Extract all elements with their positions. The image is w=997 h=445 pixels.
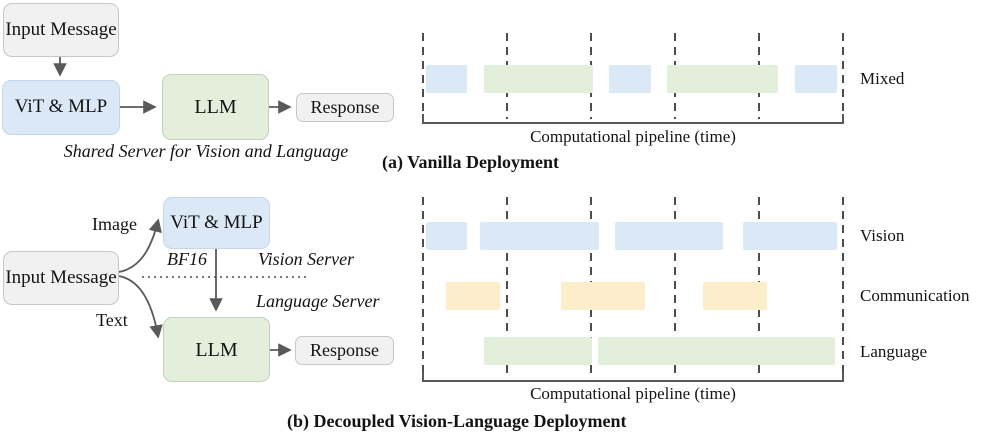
llm-box-b: LLM — [163, 317, 270, 382]
communication-block — [446, 282, 501, 310]
edge-label-bf16: BF16 — [167, 249, 207, 269]
llm-label-a: LLM — [194, 96, 237, 118]
vit-mlp-box-b: ViT & MLP — [163, 197, 270, 249]
edge-label-image: Image — [92, 214, 137, 234]
llm-box-a: LLM — [162, 74, 269, 140]
vision-block — [795, 65, 838, 93]
arrow-input-to-llm-b — [118, 275, 163, 339]
vision-block — [614, 222, 723, 250]
vit-mlp-label-b: ViT & MLP — [170, 211, 263, 233]
vit-mlp-label-a: ViT & MLP — [14, 96, 108, 118]
timeline-row-language — [423, 337, 843, 365]
row-label-language: Language — [860, 342, 928, 361]
shared-server-note: Shared Server for Vision and Language — [63, 141, 349, 161]
llm-label-b: LLM — [195, 338, 238, 361]
vit-mlp-box-a: ViT & MLP — [2, 80, 120, 135]
vision-server-label: Vision Server — [258, 249, 355, 269]
vision-block — [425, 222, 468, 250]
input-message-box-b: Input Message — [3, 251, 119, 305]
vision-block — [609, 65, 652, 93]
response-box-a: Response — [296, 93, 394, 122]
input-message-label-a: Input Message — [5, 18, 117, 40]
response-box-b: Response — [295, 336, 394, 365]
timeline-row-vision — [423, 222, 843, 250]
language-block — [667, 65, 778, 93]
caption-b: (b) Decoupled Vision-Language Deployment — [287, 411, 627, 431]
language-block — [598, 337, 835, 365]
time-axis-a — [422, 114, 844, 124]
row-label-communication: Communication — [860, 286, 970, 305]
response-label-a: Response — [310, 96, 380, 117]
communication-block — [703, 282, 767, 310]
timeline-row-communication — [423, 282, 843, 310]
language-server-label: Language Server — [256, 291, 380, 311]
axis-label-a: Computational pipeline (time) — [530, 127, 736, 146]
language-block — [483, 337, 592, 365]
response-label-b: Response — [310, 339, 379, 360]
time-axis-b — [422, 372, 844, 382]
vision-block — [480, 222, 599, 250]
caption-a: (a) Vanilla Deployment — [382, 152, 560, 172]
row-label-vision: Vision — [860, 226, 905, 245]
axis-label-b: Computational pipeline (time) — [530, 384, 736, 403]
timeline-row-mixed — [423, 65, 843, 93]
communication-block — [561, 282, 646, 310]
input-message-label-b: Input Message — [5, 266, 117, 288]
edge-label-text: Text — [96, 310, 128, 330]
language-block — [483, 65, 594, 93]
row-label-mixed: Mixed — [860, 69, 905, 88]
arrow-input-to-vit-b — [118, 218, 162, 273]
vision-block — [743, 222, 838, 250]
vision-block — [425, 65, 468, 93]
input-message-box-a: Input Message — [3, 3, 119, 57]
